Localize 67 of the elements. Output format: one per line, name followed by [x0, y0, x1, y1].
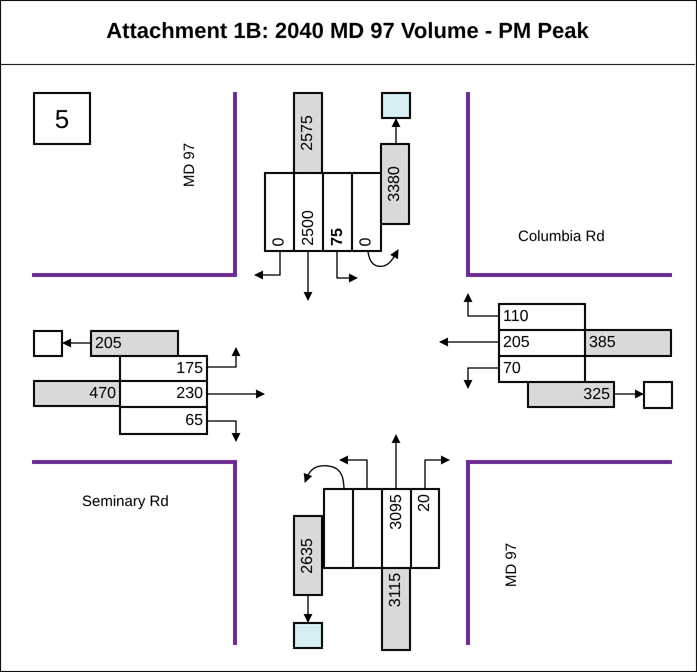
road-name: MD 97 [503, 542, 521, 588]
movement-arrow [392, 434, 400, 488]
movement-arrow [208, 390, 265, 398]
volume-value: 205 [95, 334, 122, 352]
volume-value: 70 [503, 360, 521, 378]
movement-arrow [464, 367, 498, 389]
movement-arrow [615, 390, 644, 398]
destination-box [33, 330, 63, 357]
volume-value: 175 [176, 360, 203, 378]
lane-cell [498, 303, 586, 331]
lane-cell [498, 355, 586, 383]
volume-box [381, 567, 411, 651]
movement-arrow [62, 338, 90, 348]
movement-arrow [304, 465, 345, 488]
diagram-title: Attachment 1B: 2040 MD 97 Volume - PM Peak [105, 18, 590, 44]
volume-value: 0 [358, 237, 376, 246]
movement-arrow [208, 347, 240, 368]
road-name: Seminary Rd [82, 493, 169, 511]
volume-value: 2575 [299, 115, 317, 151]
volume-value: 3380 [386, 166, 404, 202]
volume-value: 385 [589, 334, 616, 352]
volume-value: 110 [503, 308, 529, 326]
volume-value: 230 [176, 385, 203, 403]
movement-arrow [208, 420, 240, 442]
volume-box [584, 329, 672, 357]
volume-value: 325 [583, 386, 610, 404]
movement-arrow [304, 252, 312, 301]
volume-box [527, 381, 615, 408]
volume-value: 3115 [387, 573, 405, 608]
destination-box [643, 381, 673, 409]
movement-arrow [439, 338, 498, 346]
movement-arrow [254, 252, 281, 280]
volume-value: 75 [328, 228, 346, 246]
lane-cell [264, 172, 295, 252]
movement-arrow [336, 252, 358, 282]
movement-arrow [304, 596, 312, 623]
volume-value: 0 [270, 237, 288, 246]
lane-cell [352, 488, 383, 569]
lane-cell [119, 406, 208, 435]
lane-cell [323, 488, 354, 569]
volume-value: 20 [416, 494, 434, 512]
volume-box [90, 330, 179, 357]
movement-arrow [367, 249, 399, 267]
volume-box [293, 515, 323, 596]
road-name: MD 97 [181, 142, 199, 188]
lane-cell [410, 488, 440, 569]
volume-value: 470 [89, 384, 116, 402]
movement-arrow [392, 118, 400, 143]
volume-box [380, 143, 410, 225]
volume-value: 205 [503, 334, 530, 352]
volume-box [293, 92, 323, 174]
volume-value: 3095 [388, 494, 406, 530]
road-name: Columbia Rd [518, 228, 605, 246]
movement-arrow [464, 293, 498, 317]
volume-box [33, 380, 121, 407]
movement-arrow [424, 456, 450, 488]
panel-number: 5 [54, 104, 70, 134]
panel-number-box [33, 92, 91, 145]
lane-cell [322, 172, 353, 252]
lane-cell [119, 355, 208, 382]
volume-value: 2500 [300, 210, 318, 246]
destination-box [293, 622, 323, 649]
volume-value: 65 [185, 412, 203, 430]
destination-box [381, 92, 411, 119]
lane-cell [351, 172, 382, 252]
volume-value: 2635 [299, 538, 317, 574]
movement-arrow [339, 456, 368, 488]
